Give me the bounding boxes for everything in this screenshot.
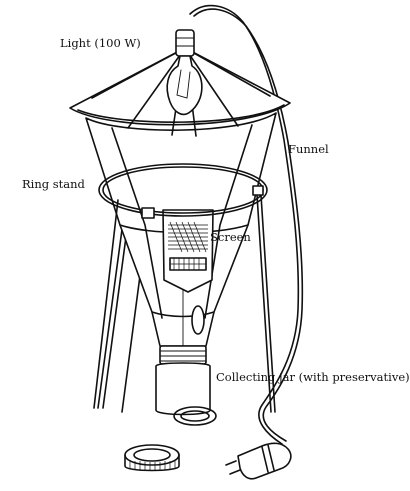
label-screen: Screen: [210, 232, 251, 244]
label-ring-stand: Ring stand: [22, 179, 85, 191]
light-bulb-icon: [167, 30, 202, 114]
screen: [163, 210, 213, 292]
jar-lids: [125, 407, 216, 471]
label-funnel: Funnel: [288, 144, 329, 156]
label-collecting-jar: Collecting jar (with preservative): [216, 372, 410, 384]
collecting-jar: [156, 346, 210, 415]
label-light: Light (100 W): [60, 38, 141, 50]
ring-stand-front-legs: [94, 200, 118, 408]
plug-icon: [226, 443, 291, 478]
